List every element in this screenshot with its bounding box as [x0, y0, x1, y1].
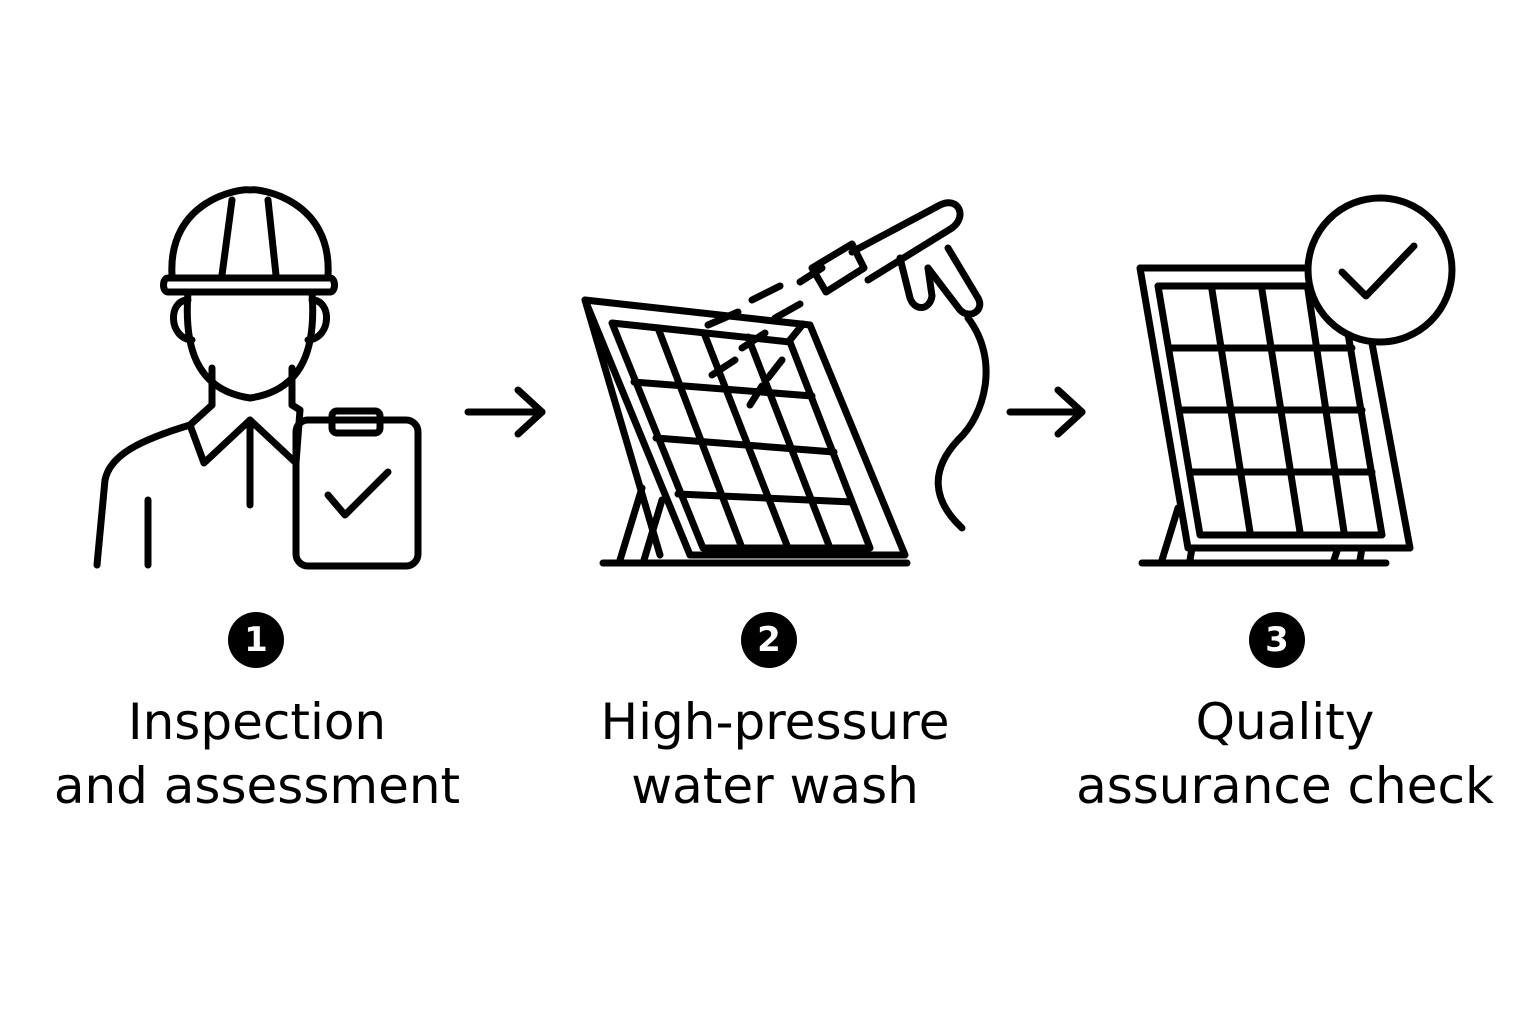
step-2-label-line-1: High-pressure [600, 693, 950, 751]
step-3-number-badge: 3 [1249, 612, 1305, 668]
step-1-label-line-1: Inspection [127, 693, 387, 751]
inspector-with-clipboard-icon [93, 186, 422, 570]
solar-panel-pressure-washer-icon [581, 199, 990, 567]
step-1-label-line-2: and assessment [53, 757, 461, 815]
step-2-label: High-pressure water wash [545, 690, 1005, 818]
step-1-number-badge: 1 [228, 612, 284, 668]
step-2-label-line-2: water wash [631, 757, 919, 815]
step-2-number-badge: 2 [741, 612, 797, 668]
arrow-right-icon [1006, 386, 1086, 438]
solar-panel-checkmark-icon [1136, 194, 1456, 567]
step-1-label: Inspection and assessment [27, 690, 487, 818]
arrow-right-icon [464, 386, 546, 438]
step-3-label: Quality assurance check [1055, 690, 1515, 818]
step-3-label-line-2: assurance check [1076, 757, 1494, 815]
step-3-label-line-1: Quality [1195, 693, 1375, 751]
